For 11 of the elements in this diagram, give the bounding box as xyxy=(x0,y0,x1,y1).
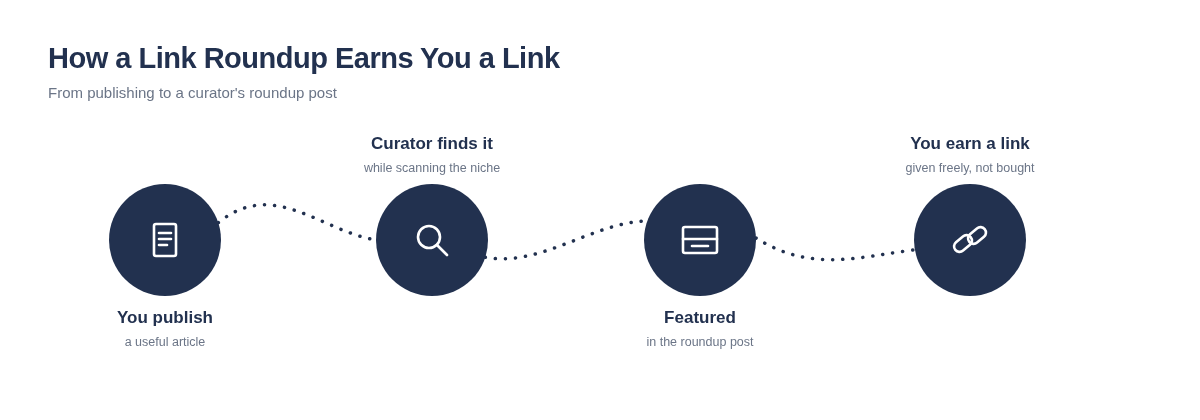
diagram-title: How a Link Roundup Earns You a Link xyxy=(48,42,560,75)
step-title: Curator finds it xyxy=(371,134,493,154)
step-title: You publish xyxy=(117,308,213,328)
step-title: Featured xyxy=(664,308,736,328)
step-description: a useful article xyxy=(124,335,206,349)
step-description: given freely, not bought xyxy=(905,161,1035,175)
step-description: in the roundup post xyxy=(646,335,754,349)
step-title: You earn a link xyxy=(910,134,1030,154)
dotted-connector xyxy=(754,236,917,262)
step-description: while scanning the niche xyxy=(363,161,501,175)
subtitle: From publishing to a curator's roundup post xyxy=(48,84,337,101)
